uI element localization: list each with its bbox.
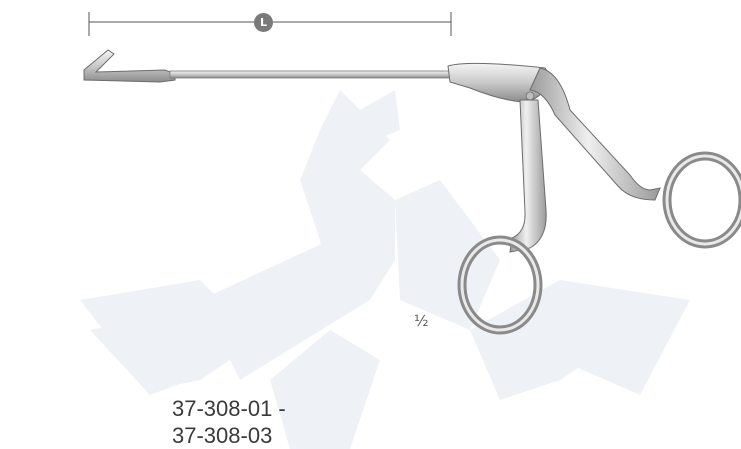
product-code-start: 37-308-01 - — [172, 396, 286, 421]
forceps-jaw — [83, 49, 176, 83]
scale-label: ½ — [414, 312, 429, 330]
eagle-watermark — [80, 90, 690, 449]
length-dimension-line — [88, 12, 452, 36]
forceps-shaft — [169, 70, 456, 79]
length-badge: L — [254, 13, 273, 32]
product-code-end: 37-308-03 — [172, 423, 273, 448]
forceps-upper-lever — [529, 67, 661, 201]
forceps-instrument — [83, 49, 741, 335]
forceps-vertical-handle — [509, 99, 547, 253]
product-code-block: 37-308-01 - 37-308-03 — [172, 395, 286, 449]
